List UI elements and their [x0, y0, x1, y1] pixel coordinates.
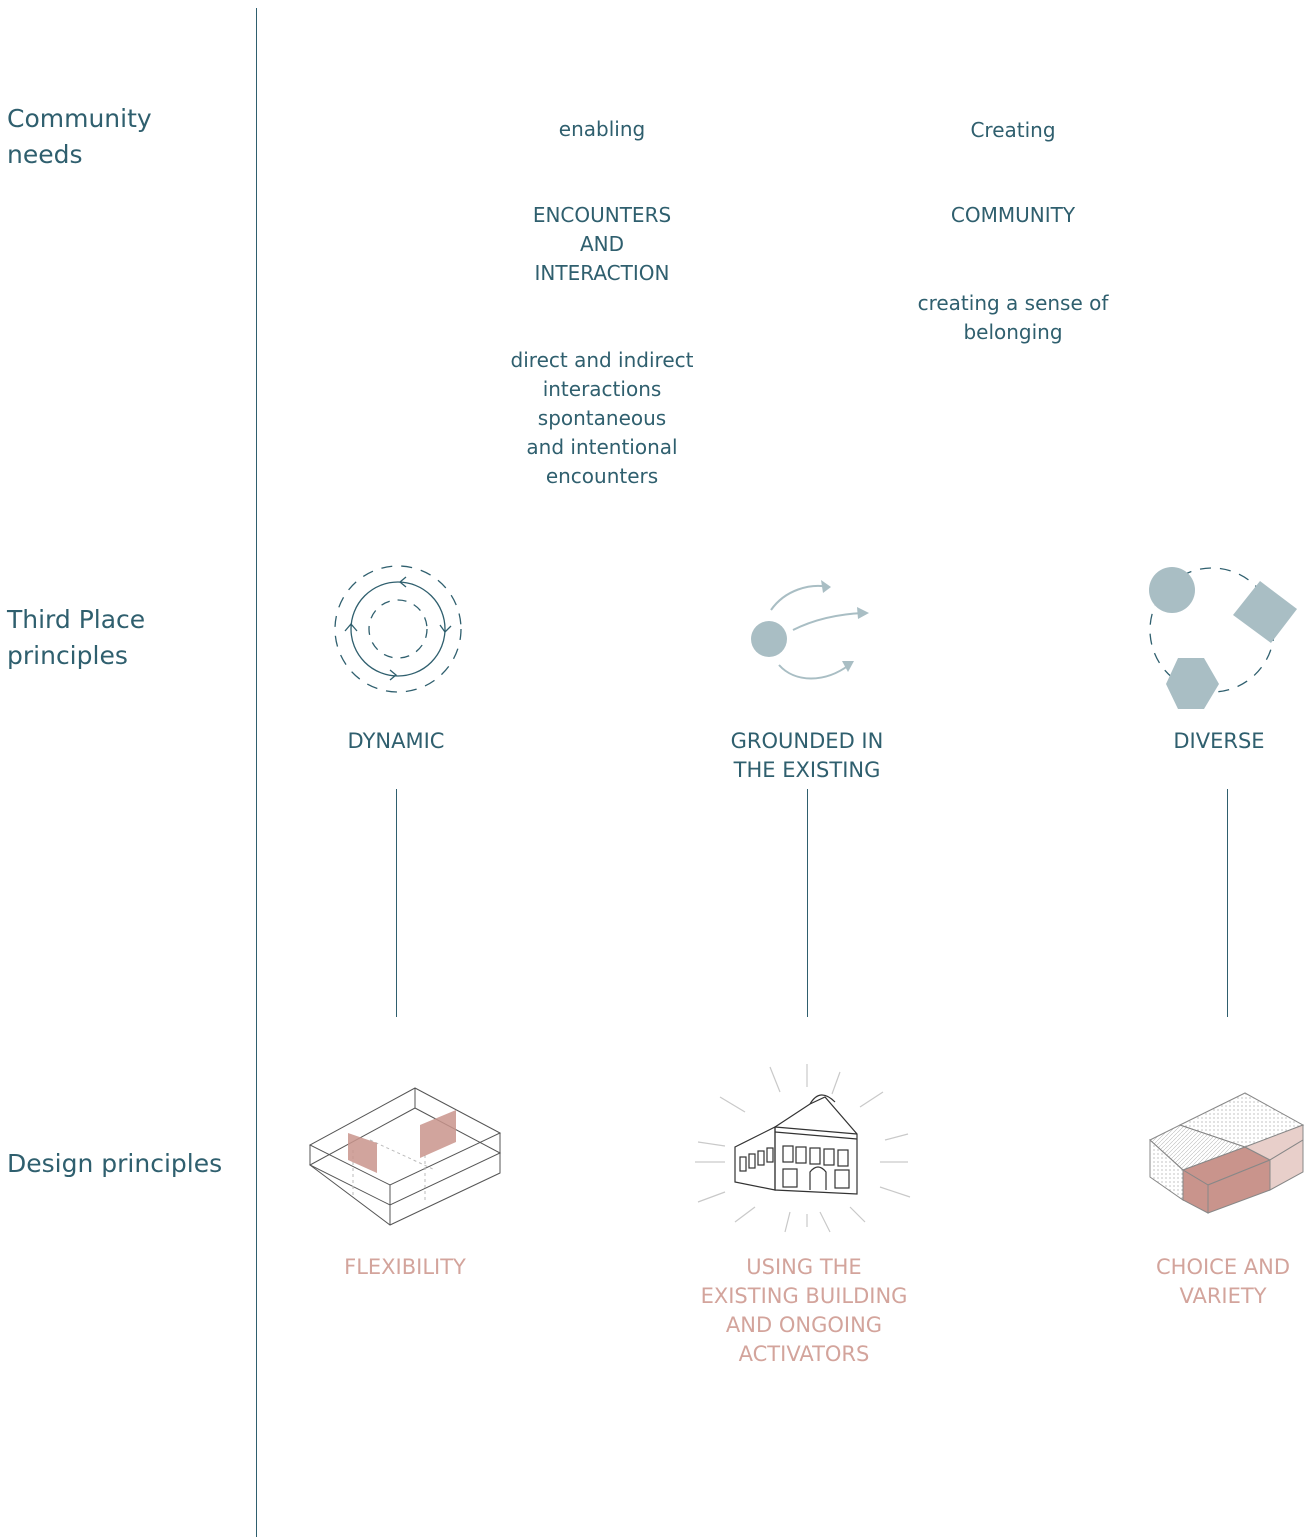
- design-label-flexibility: FLEXIBILITY: [344, 1255, 466, 1279]
- principle-label-diverse: DIVERSE: [1173, 729, 1265, 753]
- existing-building-icon: [695, 1064, 911, 1233]
- connector-line: [807, 789, 808, 1017]
- need-intro: Creating: [970, 118, 1056, 142]
- connector-line: [396, 789, 397, 1017]
- grounded-arrows-icon: [751, 580, 869, 680]
- need-detail: direct and indirect interactions spontan…: [510, 348, 694, 488]
- flexible-box-icon: [308, 1087, 502, 1226]
- row-label-community-needs: Community needs: [7, 104, 152, 169]
- design-label-choice-variety: CHOICE AND VARIETY: [1155, 1255, 1291, 1308]
- variety-blocks-icon: [1149, 1092, 1305, 1214]
- vertical-divider: [256, 8, 257, 1537]
- community-need-community: Creating COMMUNITY creating a sense of b…: [893, 87, 1133, 376]
- need-heading: ENCOUNTERS AND INTERACTION: [532, 203, 672, 285]
- connector-line: [1227, 789, 1228, 1017]
- diverse-shapes-icon: [1149, 567, 1297, 709]
- need-intro: enabling: [558, 117, 646, 141]
- need-heading: COMMUNITY: [950, 203, 1076, 227]
- row-label-third-place-principles: Third Place principles: [7, 605, 146, 670]
- community-need-encounters: enabling ENCOUNTERS AND INTERACTION dire…: [482, 86, 722, 520]
- dynamic-cycle-icon: [334, 565, 462, 693]
- design-label-existing-building: USING THE EXISTING BUILDING AND ONGOING …: [700, 1255, 908, 1366]
- principle-label-dynamic: DYNAMIC: [347, 729, 445, 753]
- need-detail: creating a sense of belonging: [917, 291, 1109, 344]
- row-label-design-principles: Design principles: [7, 1149, 223, 1178]
- principle-label-grounded: GROUNDED IN THE EXISTING: [730, 729, 884, 782]
